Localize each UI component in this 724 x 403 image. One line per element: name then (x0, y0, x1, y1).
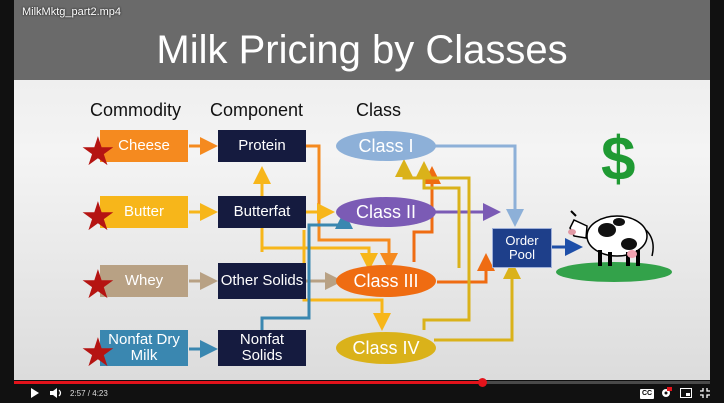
star-icon: ★ (80, 263, 116, 307)
commodity-cheese: Cheese (100, 130, 188, 162)
order-pool-box: Order Pool (492, 228, 552, 268)
star-icon: ★ (80, 195, 116, 239)
header-commodity: Commodity (90, 100, 182, 120)
player-controls: CC (0, 385, 724, 403)
slide-title: Milk Pricing by Classes (156, 28, 568, 72)
component-other-solids: Other Solids (218, 263, 306, 299)
video-file-name: MilkMktg_part2.mp4 (22, 6, 122, 18)
time-display: 2:57 / 4:23 (70, 389, 108, 398)
header-component: Component (210, 100, 304, 120)
miniplayer-icon[interactable] (680, 385, 692, 403)
grass-patch (556, 262, 672, 282)
header-class: Class (356, 100, 402, 120)
commodity-nonfat-dry-milk: Nonfat Dry Milk (100, 330, 188, 366)
commodity-butter: Butter (100, 196, 188, 228)
flow-arrows (189, 137, 672, 358)
captions-icon[interactable]: CC (640, 389, 655, 399)
commodity-whey: Whey (100, 265, 188, 297)
class-ii-label: Class II (355, 201, 416, 222)
volume-icon[interactable] (50, 385, 64, 403)
class-i-ellipse: Class I (336, 131, 436, 161)
cow-illustration (568, 210, 654, 266)
play-icon[interactable] (30, 385, 40, 403)
component-nonfat-solids: Nonfat Solids (218, 330, 306, 366)
component-protein: Protein (218, 130, 306, 162)
progress-played (14, 381, 483, 384)
slide-title-bar (14, 0, 710, 80)
settings-icon[interactable] (660, 385, 672, 403)
progress-bar[interactable] (14, 378, 710, 387)
class-iv-ellipse: Class IV (336, 332, 436, 364)
class-iv-label: Class IV (352, 337, 420, 358)
star-icon: ★ (80, 331, 116, 375)
fullscreen-exit-icon[interactable] (700, 385, 710, 403)
class-iii-ellipse: Class III (336, 265, 436, 297)
class-iii-label: Class III (353, 270, 419, 291)
component-butterfat: Butterfat (218, 196, 306, 228)
video-frame[interactable]: Milk Pricing by Classes MilkMktg_part2.m… (14, 0, 710, 380)
class-i-label: Class I (358, 135, 414, 156)
dollar-sign: $ (601, 125, 636, 194)
star-icon: ★ (80, 130, 116, 174)
class-ii-ellipse: Class II (336, 197, 436, 227)
progress-scrubber-handle[interactable] (478, 378, 488, 387)
